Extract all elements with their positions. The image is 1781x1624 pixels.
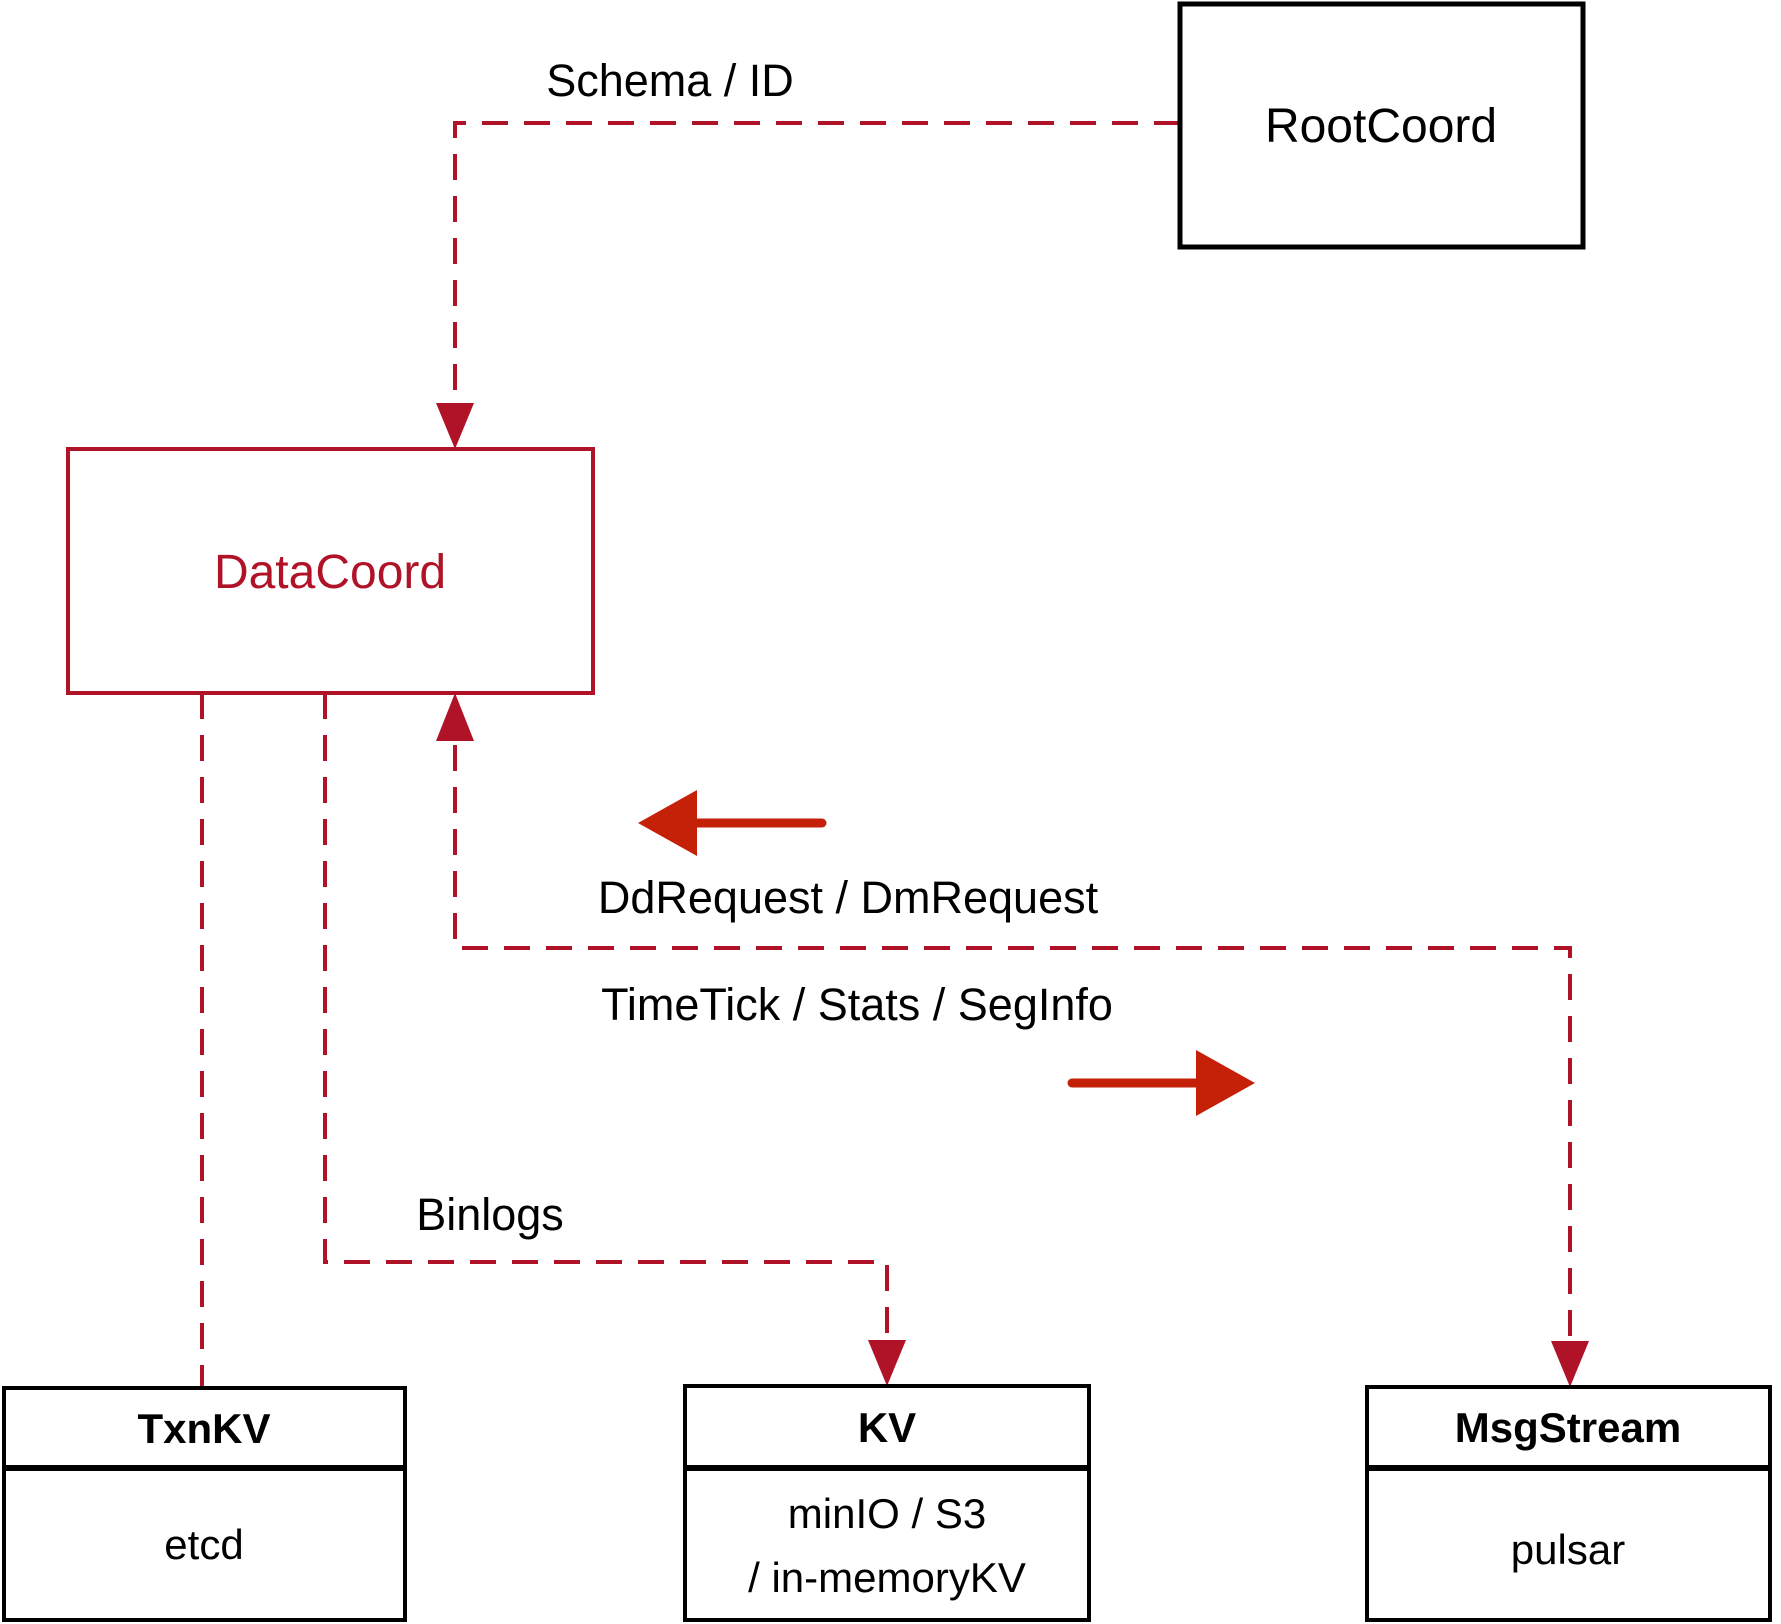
txnkv-impl: etcd: [164, 1521, 243, 1568]
msgstream-box: [1365, 1385, 1772, 1622]
kv-impl-line1: minIO / S3: [788, 1490, 986, 1537]
edge-binlogs-line: [323, 693, 889, 1336]
right-arrow-head-icon: [1196, 1050, 1255, 1116]
node-msgstream: MsgStream pulsar: [1365, 1385, 1772, 1622]
kv-box: [683, 1384, 1091, 1622]
arrowhead-into-datacoord-top: [436, 403, 474, 449]
arrowhead-into-kv: [868, 1340, 906, 1386]
datacoord-label: DataCoord: [214, 546, 446, 599]
edge-binlogs: [323, 693, 906, 1386]
direction-arrow-right: [1067, 1050, 1255, 1116]
arrowhead-into-datacoord-bottom: [436, 693, 474, 741]
edge-schema-id: [436, 121, 1180, 449]
rootcoord-label: RootCoord: [1265, 100, 1497, 153]
txnkv-title: TxnKV: [137, 1405, 270, 1452]
kv-impl-line2: / in-memoryKV: [748, 1554, 1026, 1601]
edge-schema-id-line: [453, 121, 1180, 398]
rootcoord-box: [1177, 1, 1586, 250]
direction-arrow-left: [638, 790, 827, 856]
node-datacoord: DataCoord: [66, 447, 595, 695]
arrowhead-into-msgstream: [1551, 1341, 1589, 1387]
kv-title: KV: [858, 1404, 916, 1451]
left-arrow-head-icon: [638, 790, 697, 856]
node-txnkv: TxnKV etcd: [2, 1386, 407, 1622]
edge-label-timetick: TimeTick / Stats / SegInfo: [601, 979, 1113, 1030]
edge-label-binlogs: Binlogs: [416, 1189, 564, 1240]
txnkv-box: [2, 1386, 407, 1622]
edge-label-schema-id: Schema / ID: [546, 55, 794, 106]
node-rootcoord: RootCoord: [1177, 1, 1586, 250]
datacoord-box: [66, 447, 595, 695]
edge-datacoord-msgstream: [436, 693, 1589, 1387]
edge-label-ddrequest: DdRequest / DmRequest: [598, 872, 1099, 923]
node-kv: KV minIO / S3 / in-memoryKV: [683, 1384, 1091, 1622]
edge-datacoord-msgstream-line: [453, 745, 1572, 1336]
msgstream-title: MsgStream: [1455, 1404, 1681, 1451]
msgstream-impl: pulsar: [1511, 1526, 1625, 1573]
